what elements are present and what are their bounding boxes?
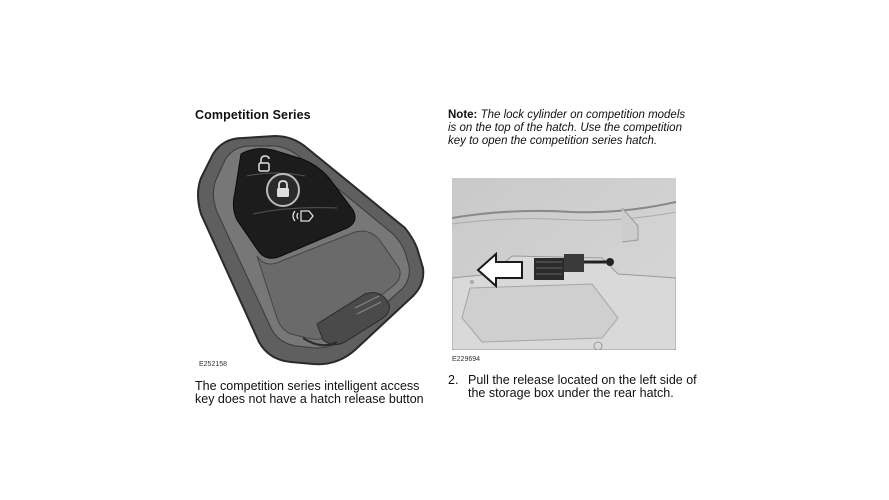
figure-code-key: E252158 — [199, 361, 228, 368]
step-text: Pull the release located on the left sid… — [468, 373, 697, 400]
remote-start-icon — [292, 210, 314, 222]
hatch-release-illustration — [452, 178, 676, 350]
note-text: The lock cylinder on competition models … — [448, 109, 686, 147]
step-number: 2. — [448, 373, 459, 387]
figure-code-hatch: E229694 — [452, 356, 481, 363]
caption-line-1: The competition series intelligent acces… — [195, 379, 420, 393]
lock-icon — [266, 173, 300, 207]
note-label: Note: — [448, 109, 478, 121]
key-fob-illustration — [197, 134, 425, 366]
section-heading: Competition Series — [195, 108, 311, 122]
caption-line-2: key does not have a hatch release button — [195, 392, 424, 406]
pull-direction-arrow — [476, 251, 523, 289]
unlock-icon — [258, 155, 270, 172]
note-paragraph: Note: The lock cylinder on competition m… — [448, 109, 688, 148]
